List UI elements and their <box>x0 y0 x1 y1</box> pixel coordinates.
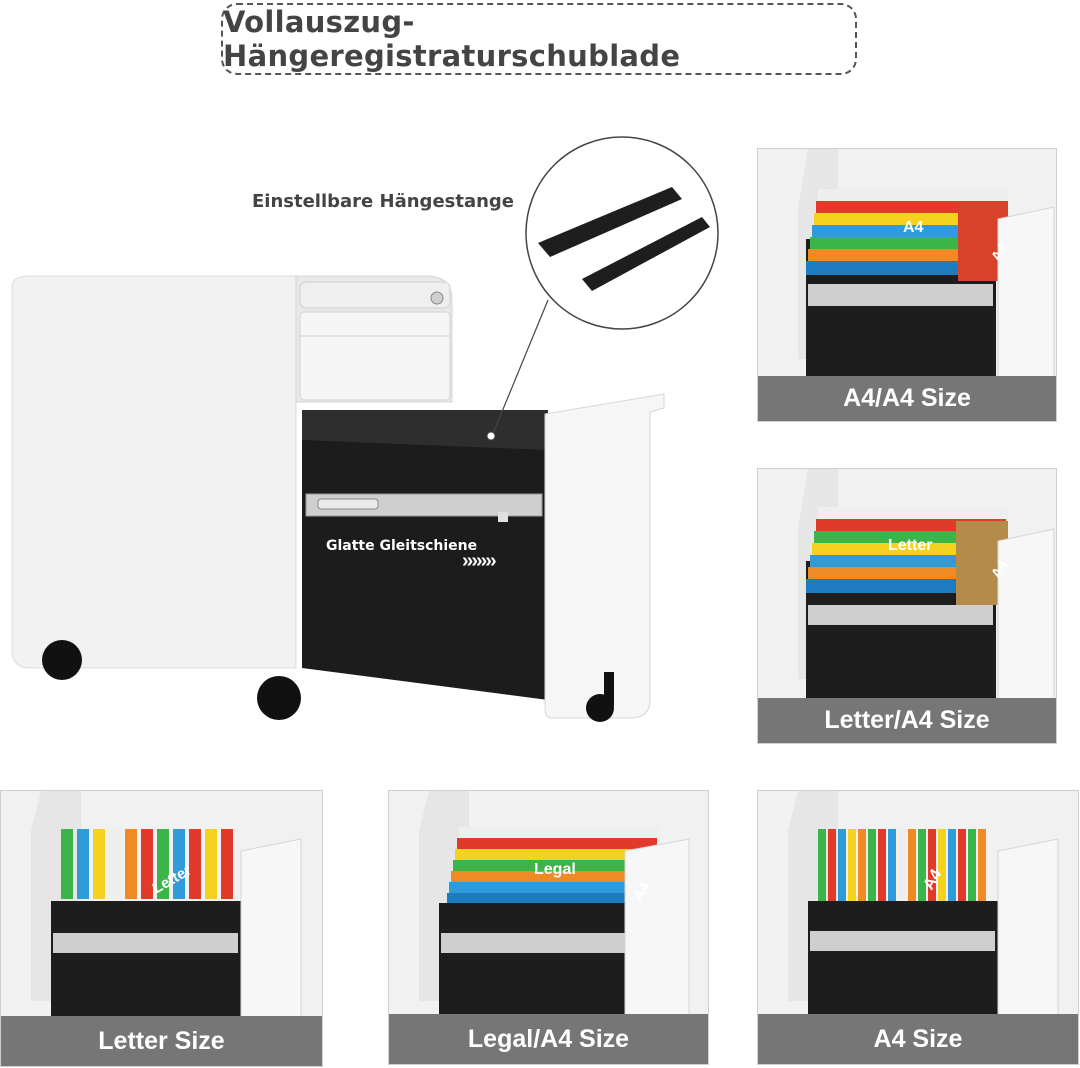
panel-letter: Letter Letter Size <box>0 790 323 1067</box>
panel-letter-a4: Letter A4 Letter/A4 Size <box>757 468 1057 744</box>
hanging-files-colored <box>818 829 986 901</box>
drawer-interior <box>302 410 548 700</box>
hanging-files-colored <box>447 827 659 903</box>
panel-a4-a4: A4 A4 A4/A4 Size <box>757 148 1057 422</box>
panel-legal-a4: Legal A4 Legal/A4 Size <box>388 790 709 1065</box>
drawer-front <box>544 393 665 719</box>
cabinet-illustration <box>11 275 665 722</box>
page-title: Vollauszug-Hängeregistraturschublade <box>223 5 681 73</box>
caster-left <box>42 640 82 680</box>
panel-a4: A4 A4 Size <box>757 790 1079 1065</box>
slide-arrows-icon: ››››››› <box>462 550 497 572</box>
size-caption: Legal/A4 Size <box>389 1014 708 1064</box>
size-caption: Letter/A4 Size <box>758 698 1056 743</box>
file-size-label: Legal <box>534 861 576 878</box>
drawer-image <box>758 149 1056 421</box>
lock-icon <box>430 291 444 305</box>
hanging-bar-callout: Einstellbare Hängestange <box>252 191 515 212</box>
hanging-files-colored <box>61 829 233 899</box>
size-caption: A4 Size <box>758 1014 1078 1064</box>
file-size-label: Letter <box>888 537 933 554</box>
middle-drawer <box>299 311 451 401</box>
drawer-image <box>758 469 1056 743</box>
slide-rail-callout: Glatte Gleitschiene <box>326 538 478 554</box>
hanging-bar-zoom <box>525 136 719 330</box>
size-caption: A4/A4 Size <box>758 376 1056 421</box>
file-size-label: A4 <box>903 219 924 236</box>
hanging-bar-icon <box>538 187 710 291</box>
size-caption: Letter Size <box>1 1016 322 1066</box>
cabinet-body <box>11 275 297 669</box>
top-drawer <box>299 281 451 309</box>
hanging-files-colored <box>806 507 1008 605</box>
title-frame: Vollauszug-Hängeregistraturschublade <box>221 3 857 75</box>
hanging-files-colored <box>806 189 1008 281</box>
caster-front <box>257 676 301 720</box>
callout-line <box>491 299 549 437</box>
